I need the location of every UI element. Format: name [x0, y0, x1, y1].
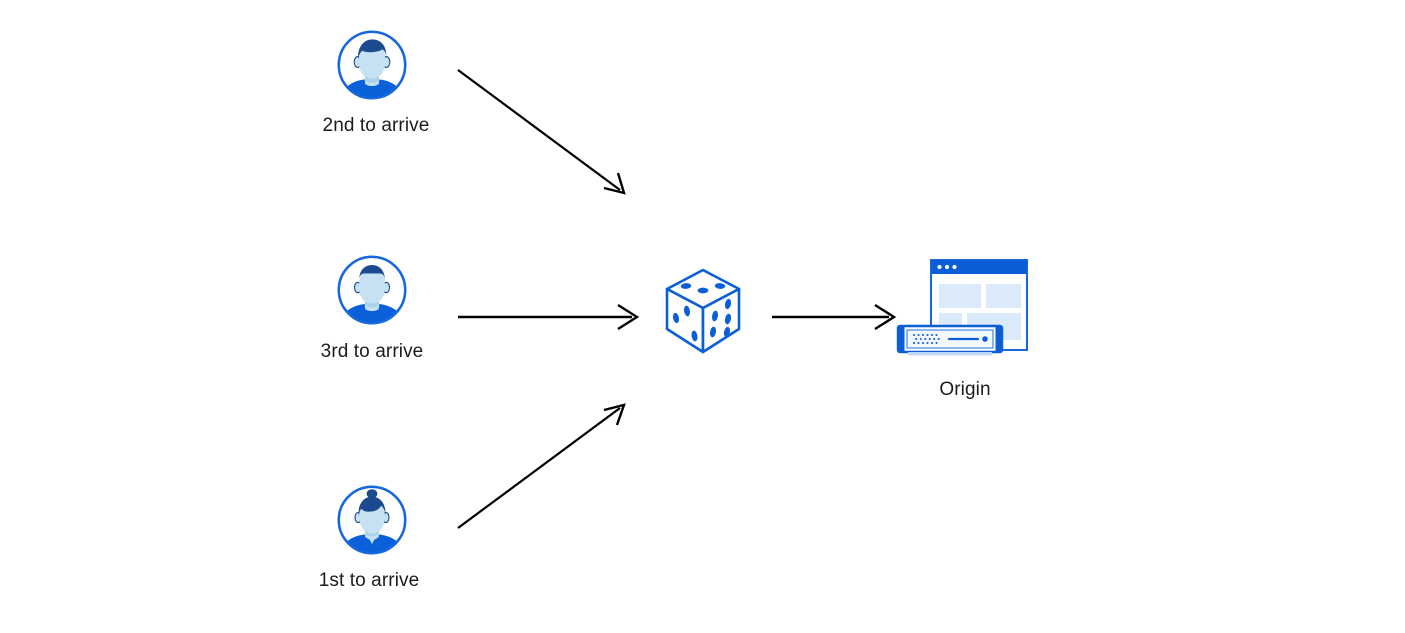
avatar-male-short-hair-icon [337, 30, 407, 100]
server-appliance [896, 324, 1004, 356]
arrow-dice-to-origin [772, 303, 897, 331]
arrow-3rd-to-dice [458, 303, 640, 331]
visitor-3rd-label: 3rd to arrive [320, 341, 424, 362]
origin-browser-server-icon [896, 259, 1028, 356]
user-avatar-icon [336, 29, 408, 101]
user-avatar-icon [336, 254, 408, 326]
visitor-1st-label: 1st to arrive [318, 570, 420, 591]
avatar-female-bun-hair-icon [337, 485, 407, 555]
visitor-2nd-label: 2nd to arrive [322, 115, 430, 136]
origin-server-icon [890, 255, 1040, 365]
arrow-1st-to-dice [457, 403, 626, 529]
origin-label: Origin [939, 379, 991, 400]
dice-icon [660, 266, 746, 358]
dice-cube-icon [665, 268, 741, 354]
avatar-male-flat-hair-icon [337, 255, 407, 325]
user-avatar-icon [336, 484, 408, 556]
